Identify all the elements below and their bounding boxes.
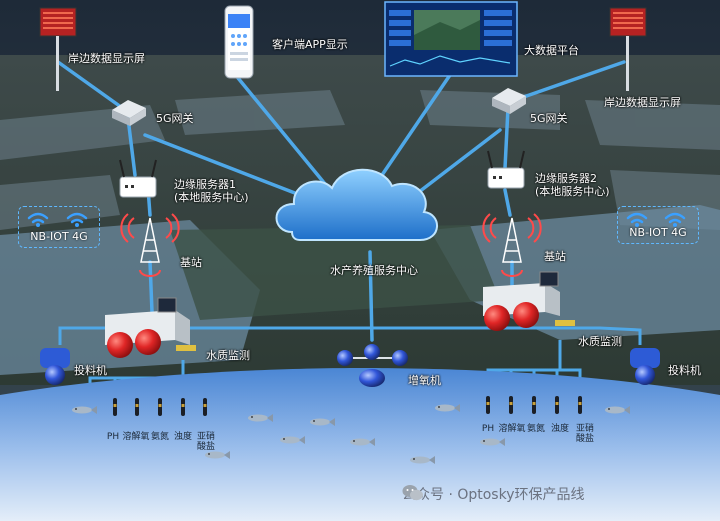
sensor-label-left-turb: 浊度 <box>173 432 193 442</box>
label-feeder-right: 投料机 <box>668 364 701 377</box>
dashboard-icon <box>384 1 518 77</box>
monitoring-station <box>105 271 575 358</box>
label-edge-right-sub: (本地服务中心) <box>535 185 610 198</box>
sensor-label-right-nitrite: 亚硝 酸盐 <box>575 424 595 444</box>
label-base-left: 基站 <box>180 256 202 269</box>
label-water-left: 水质监测 <box>206 349 250 362</box>
sensor-label-right-nh: 氨氮 <box>526 424 546 434</box>
nbiot-label-left: NB-IOT 4G <box>30 230 88 243</box>
label-edge-right-title: 边缘服务器2 <box>535 172 597 185</box>
sensor-label-right-do: 溶解氧 <box>498 424 526 434</box>
wifi-icon <box>27 212 686 224</box>
label-client-app: 客户端APP显示 <box>272 38 348 51</box>
label-edge-left-sub: (本地服务中心) <box>174 191 249 204</box>
sensor-label-left-nitrite: 亚硝 酸盐 <box>196 432 216 452</box>
sensor-label-left-ph: PH <box>106 432 120 442</box>
watermark-text: 公众号 · Optosky环保产品线 <box>402 487 585 503</box>
cloud-icon <box>275 168 438 241</box>
watermark: 公众号 · Optosky环保产品线 <box>402 484 585 504</box>
tower-icon <box>120 213 542 277</box>
sensor-label-left-nh: 氨氮 <box>150 432 170 442</box>
label-edge-left-title: 边缘服务器1 <box>174 178 236 191</box>
label-left-display: 岸边数据显示屏 <box>68 52 145 65</box>
label-feeder-left: 投料机 <box>74 364 107 377</box>
label-base-right: 基站 <box>544 250 566 263</box>
sensor-label-right-ph: PH <box>481 424 495 434</box>
aerator-icon <box>337 344 408 387</box>
label-service-center: 水产养殖服务中心 <box>330 264 418 277</box>
label-gateway-left: 5G网关 <box>156 112 194 125</box>
phone-icon <box>224 5 254 79</box>
nbiot-box-right: NB-IOT 4G <box>617 206 699 244</box>
label-gateway-right: 5G网关 <box>530 112 568 125</box>
label-right-display: 岸边数据显示屏 <box>604 96 681 109</box>
sensor-label-left-do: 溶解氧 <box>122 432 150 442</box>
edge-server-icon <box>119 150 525 198</box>
feeder-icon <box>40 348 660 385</box>
sensor-label-right-turb: 浊度 <box>550 424 570 434</box>
gateway-icon <box>112 88 526 126</box>
wechat-icon <box>402 485 423 501</box>
led-display-icon <box>39 7 647 91</box>
label-big-data: 大数据平台 <box>524 44 579 57</box>
label-water-right: 水质监测 <box>578 335 622 348</box>
label-aerator: 增氧机 <box>408 374 441 387</box>
nbiot-label-right: NB-IOT 4G <box>629 226 687 239</box>
nbiot-box-left: NB-IOT 4G <box>18 206 100 248</box>
